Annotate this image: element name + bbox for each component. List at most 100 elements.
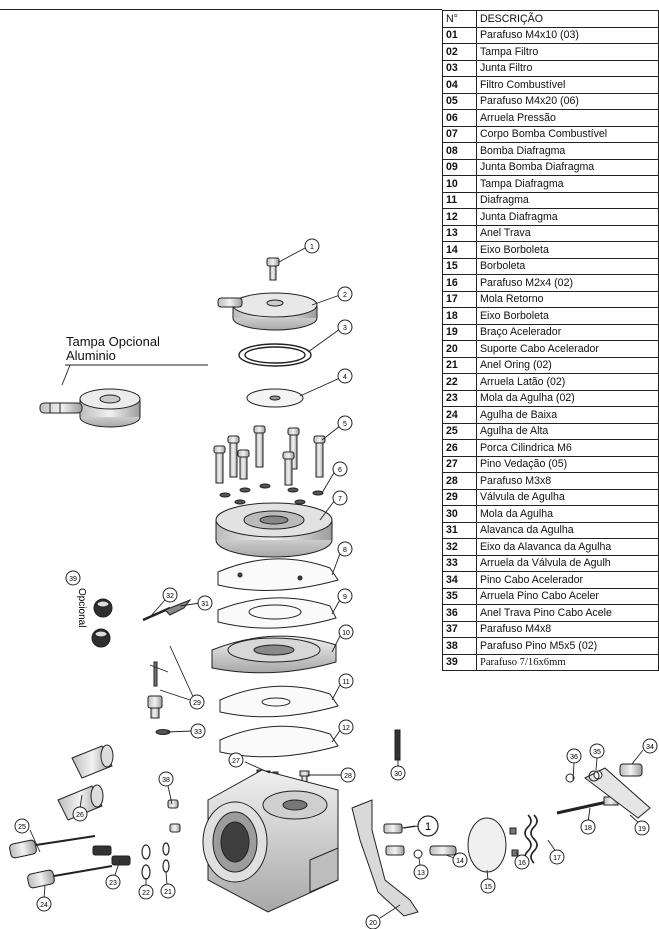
part-number: 23 [442,389,477,407]
part-22-washers [141,844,151,880]
part-description: Corpo Bomba Combustível [475,125,659,143]
part-number: 26 [442,439,477,457]
part-number: 14 [442,241,477,259]
part-description: Anel Oring (02) [475,356,659,374]
optional-vertical-label: Opcional [76,588,87,627]
part-number: 06 [442,109,477,127]
svg-text:35: 35 [593,749,601,756]
part-15-throttle-plate [467,817,507,873]
part-description: Junta Filtro [475,59,659,77]
part-description: Válvula de Agulha [475,488,659,506]
part-number: 12 [442,208,477,226]
part-26-cylindrical-nuts [57,744,114,821]
svg-text:5: 5 [343,421,347,428]
svg-text:31: 31 [201,601,209,608]
callout-06: 6 [332,461,348,477]
part-number: 09 [442,158,477,176]
callout-26: 26 [72,806,88,822]
svg-text:25: 25 [18,824,26,831]
part-number: 20 [442,340,477,358]
part-description: Eixo Borboleta [475,307,659,325]
part-35-washer [588,770,600,782]
svg-text:7: 7 [338,496,342,503]
part-description: Filtro Combustível [475,76,659,94]
part-description: Alavanca da Agulha [475,521,659,539]
part-20-cable-bracket [351,799,419,917]
part-description: Anel Trava Pino Cabo Acele [475,604,659,622]
part-03-filter-gasket [238,343,312,367]
part-optional-aluminium-cover [39,388,141,428]
part-34-cable-pin [619,763,643,777]
header-rule [0,9,442,10]
part-number: 35 [442,587,477,605]
parts-table-header: N° DESCRIÇÃO [442,10,659,28]
callout-38: 38 [158,771,174,787]
callout-33: 33 [190,723,206,739]
callout-34: 34 [642,738,658,754]
part-29-needle-valve [147,661,163,719]
part-description: Agulha de Alta [475,422,659,440]
part-description: Anel Trava [475,224,659,242]
part-number: 01 [442,26,477,44]
optional-cover-label-line2: Aluminio [66,348,116,363]
svg-text:29: 29 [193,700,201,707]
part-number: 25 [442,422,477,440]
part-number: 32 [442,538,477,556]
svg-text:32: 32 [166,593,174,600]
part-01-screw [266,257,280,281]
part-description: Parafuso 7/16x6mm [475,653,659,671]
part-description: Parafuso M4x20 (06) [475,92,659,110]
part-number: 38 [442,637,477,655]
part-number: 39 [442,653,477,671]
svg-text:11: 11 [342,679,349,686]
callout-22: 22 [138,884,154,900]
part-number: 17 [442,290,477,308]
callout-10: 10 [338,624,354,640]
part-11-diaphragm [219,685,339,718]
part-02-filter-cover [217,292,318,331]
part-08-pump-diaphragm [217,558,339,591]
callout-17: 17 [549,849,565,865]
svg-text:24: 24 [40,902,48,909]
callout-29: 29 [189,694,205,710]
callout-32: 32 [162,587,178,603]
part-number: 15 [442,257,477,275]
part-19-throttle-arm [584,767,651,819]
part-description: Mola da Agulha [475,505,659,523]
svg-text:23: 23 [109,880,117,887]
part-number: 02 [442,43,477,61]
svg-text:10: 10 [342,630,350,637]
callout-21: 21 [160,883,176,899]
part-number: 07 [442,125,477,143]
svg-text:16: 16 [518,860,526,867]
svg-text:2: 2 [343,292,347,299]
callout-25: 25 [14,818,30,834]
part-description: Arruela Pressão [475,109,659,127]
optional-cover-label-line1: Tampa Opcional [66,334,160,349]
part-09-pump-gasket [217,597,337,629]
part-description: Junta Bomba Diafragma [475,158,659,176]
part-description: Parafuso M3x8 [475,472,659,490]
part-39-optional-screws [91,598,113,648]
